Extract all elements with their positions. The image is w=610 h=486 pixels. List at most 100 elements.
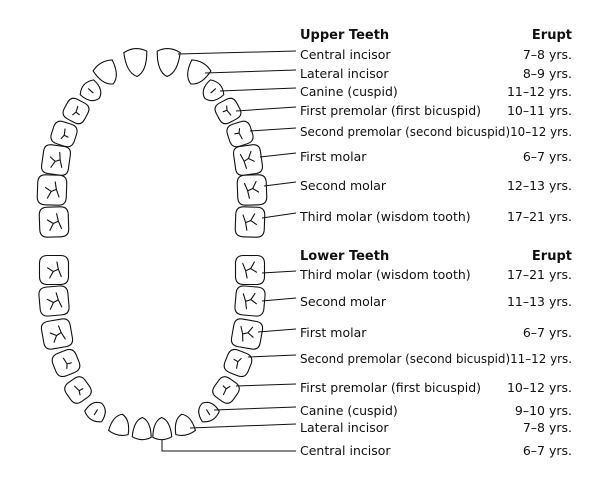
lower-right-central-incisor-tooth: [152, 416, 173, 441]
lower-left-first-molar-outline: [40, 318, 74, 350]
lower-first-molar-erupt: 6–7 yrs.: [523, 325, 572, 340]
upper-right-second-molar-tooth: [236, 174, 268, 206]
lower-right-first-molar-outline: [230, 318, 264, 350]
lower-third-molar-label: Third molar (wisdom tooth): [299, 267, 471, 282]
upper-right-third-molar-groove: [242, 213, 257, 231]
upper-right-first-molar-groove: [239, 150, 255, 169]
lower-third-molar-erupt: 17–21 yrs.: [507, 267, 572, 282]
teeth-drawing: [36, 48, 268, 441]
upper-second-molar-erupt: 12–13 yrs.: [507, 178, 572, 193]
lower-first-premolar-erupt: 10–12 yrs.: [507, 380, 572, 395]
lower-erupt-heading: Erupt: [532, 249, 572, 264]
lower-leader-second-premolar: [247, 354, 297, 358]
lower-heading: Lower Teeth: [300, 249, 389, 264]
upper-right-second-molar-outline: [236, 174, 268, 206]
lower-left-canine-tooth: [84, 401, 106, 423]
lower-right-third-molar-groove: [242, 261, 258, 279]
upper-third-molar-label: Third molar (wisdom tooth): [299, 209, 471, 224]
upper-heading: Upper Teeth: [300, 28, 389, 43]
lower-left-second-molar-outline: [38, 285, 70, 317]
lower-leader-canine: [213, 406, 297, 411]
upper-right-second-premolar-groove: [234, 128, 243, 140]
lower-right-second-molar-groove: [242, 292, 257, 310]
lower-left-second-molar-groove: [46, 292, 63, 310]
upper-right-first-molar-outline: [232, 144, 264, 176]
upper-left-canine-tooth: [79, 79, 102, 102]
upper-left-central-incisor-tooth: [123, 48, 148, 78]
upper-right-canine-groove: [210, 88, 217, 94]
lower-right-first-molar-tooth: [230, 318, 264, 350]
upper-right-central-incisor-tooth: [156, 48, 181, 78]
lower-left-second-premolar-groove: [62, 357, 72, 370]
lower-second-molar-label: Second molar: [300, 294, 387, 309]
lower-left-second-molar-tooth: [38, 285, 70, 317]
upper-left-first-premolar-groove: [72, 105, 80, 116]
upper-central-incisor-erupt: 7–8 yrs.: [523, 47, 572, 62]
upper-left-third-molar-tooth: [38, 206, 70, 238]
upper-leader-second-premolar: [249, 127, 297, 132]
lower-leader-second-molar: [261, 297, 297, 302]
lower-left-lateral-incisor-tooth: [107, 413, 130, 436]
upper-second-premolar-erupt: 10–12 yrs.: [510, 124, 572, 139]
lower-first-premolar-label: First premolar (first bicuspid): [300, 380, 481, 395]
lower-left-lateral-incisor-outline: [107, 413, 130, 436]
lower-left-second-premolar-tooth: [51, 348, 81, 378]
upper-right-central-incisor-outline: [156, 48, 181, 78]
lower-lateral-incisor-label: Lateral incisor: [300, 420, 389, 435]
upper-leader-lateral-incisor: [204, 69, 297, 74]
upper-lateral-incisor-label: Lateral incisor: [300, 66, 389, 81]
upper-left-third-molar-groove: [46, 213, 63, 231]
upper-central-incisor-label: Central incisor: [300, 47, 391, 62]
upper-left-lateral-incisor-outline: [92, 59, 117, 85]
lower-left-first-molar-tooth: [40, 318, 74, 350]
upper-first-molar-label: First molar: [300, 149, 367, 164]
upper-right-canine-tooth: [202, 79, 225, 102]
upper-third-molar-erupt: 17–21 yrs.: [507, 209, 572, 224]
lower-left-first-molar-groove: [49, 325, 66, 343]
lower-right-third-molar-tooth: [234, 254, 266, 286]
upper-right-first-molar-tooth: [232, 144, 264, 176]
lower-central-incisor-erupt: 6–7 yrs.: [523, 443, 572, 458]
lower-right-second-premolar-tooth: [223, 348, 253, 378]
lower-first-molar-label: First molar: [300, 325, 367, 340]
upper-right-third-molar-outline: [234, 206, 266, 238]
lower-right-canine-groove: [206, 409, 211, 416]
upper-first-premolar-erupt: 10–11 yrs.: [507, 103, 572, 118]
upper-second-premolar-label: Second premolar (second bicuspid): [300, 124, 510, 139]
upper-right-lateral-incisor-tooth: [187, 59, 212, 85]
lower-right-second-premolar-groove: [233, 357, 242, 369]
lower-leader-first-molar: [257, 328, 297, 333]
lower-right-canine-outline: [198, 401, 220, 423]
upper-left-first-premolar-tooth: [62, 97, 90, 125]
lower-right-second-molar-outline: [234, 285, 266, 317]
upper-right-third-molar-tooth: [234, 206, 266, 238]
upper-left-first-molar-groove: [49, 151, 63, 168]
lower-left-central-incisor-tooth: [131, 416, 152, 441]
upper-leader-third-molar: [261, 212, 297, 219]
lower-leader-first-premolar: [235, 383, 297, 387]
upper-left-second-premolar-groove: [60, 128, 69, 140]
upper-erupt-heading: Erupt: [532, 28, 572, 43]
lower-left-third-molar-outline: [38, 254, 70, 286]
lower-right-third-molar-outline: [234, 254, 266, 286]
lower-canine-erupt: 9–10 yrs.: [515, 403, 572, 418]
lower-right-first-molar-groove: [240, 325, 254, 342]
upper-left-first-molar-outline: [40, 144, 72, 176]
upper-right-lateral-incisor-outline: [187, 59, 212, 85]
lower-right-canine-tooth: [198, 401, 220, 423]
lower-leader-lateral-incisor: [189, 423, 297, 429]
lower-left-canine-outline: [84, 401, 106, 423]
lower-second-molar-erupt: 11–13 yrs.: [507, 294, 572, 309]
upper-left-canine-groove: [87, 88, 94, 94]
lower-central-incisor-label: Central incisor: [300, 443, 391, 458]
upper-left-lateral-incisor-tooth: [92, 59, 117, 85]
lower-right-first-premolar-tooth: [212, 376, 240, 404]
upper-second-molar-label: Second molar: [300, 178, 387, 193]
lower-second-premolar-row: Second premolar (second bicuspid)11–12 y…: [300, 351, 572, 366]
lower-left-central-incisor-outline: [131, 416, 152, 441]
lower-left-third-molar-groove: [46, 261, 62, 279]
lower-teeth-legend: Lower Teeth Erupt Third molar (wisdom to…: [299, 249, 572, 458]
upper-left-second-molar-tooth: [36, 174, 68, 206]
upper-first-premolar-label: First premolar (first bicuspid): [300, 103, 481, 118]
